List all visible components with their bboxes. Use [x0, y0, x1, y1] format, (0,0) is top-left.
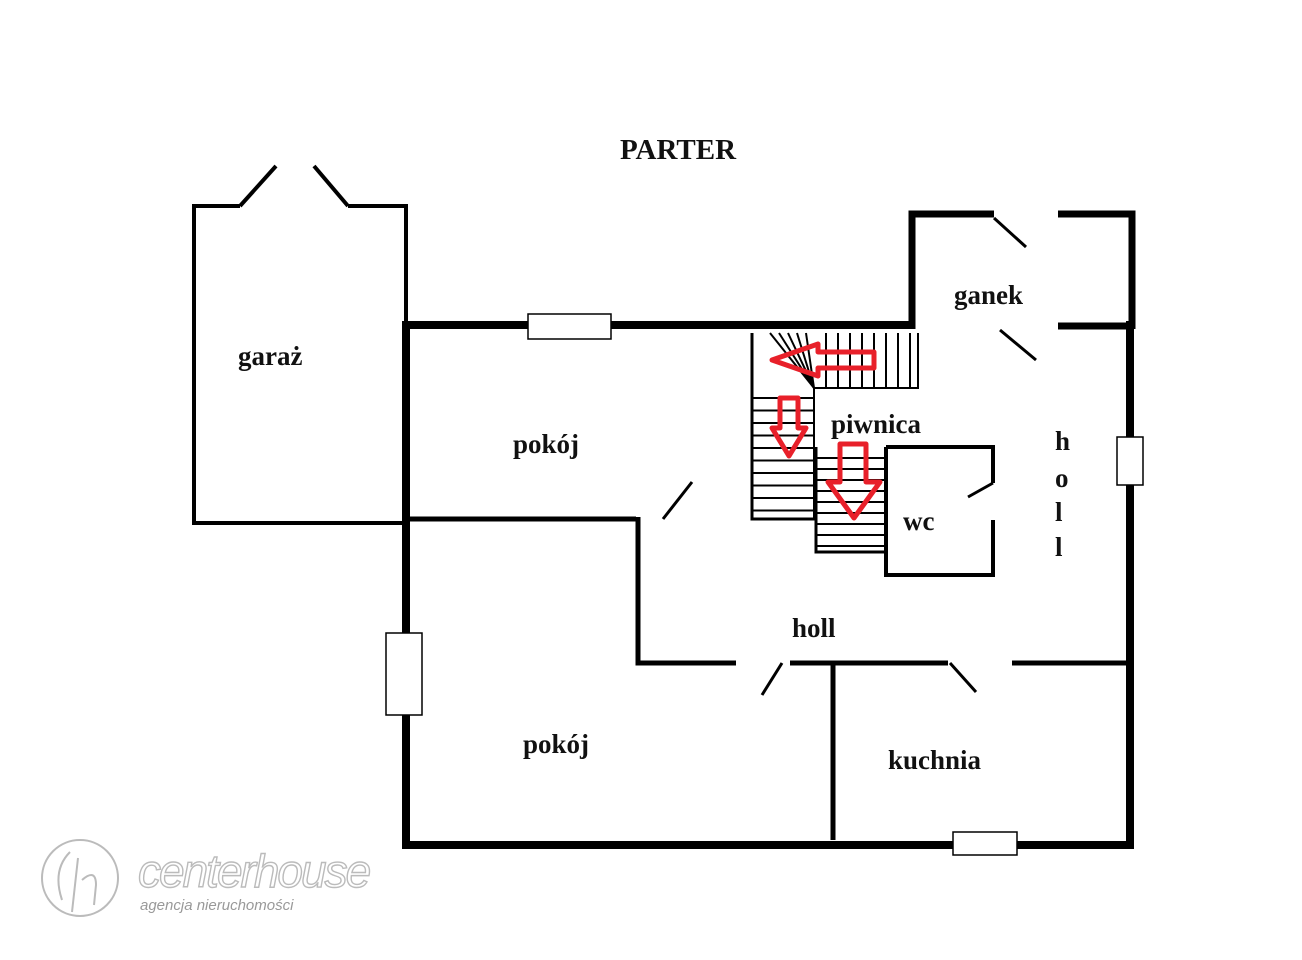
stair-tread: [769, 332, 815, 389]
garage-walls: [192, 164, 408, 525]
room-label-room: pokój: [513, 429, 579, 459]
logo-name: centerhouse: [138, 845, 370, 897]
stair-tread: [787, 332, 815, 389]
room-label-garage: garaż: [238, 341, 302, 371]
logo-tagline: agencja nieruchomości: [140, 897, 294, 914]
hall-letter: l: [1055, 497, 1063, 527]
arrow-down-icon: [769, 395, 809, 459]
porch-walls: [908, 210, 1136, 330]
interior-walls: [406, 445, 1130, 840]
arrow-down-icon: [825, 441, 883, 521]
room-label-side-hall: h o l l: [1055, 426, 1070, 562]
arrow-left-icon: [769, 341, 877, 379]
stair-tread: [805, 332, 815, 389]
hall-letter: h: [1055, 426, 1070, 456]
room-label-kitchen: kuchnia: [888, 745, 982, 775]
stair-tread: [778, 332, 815, 389]
hall-letter: o: [1055, 463, 1069, 493]
exterior-walls: [402, 321, 1134, 849]
stair-direction-arrows: [769, 341, 883, 521]
centerhouse-logo: centerhouse agencja nieruchomości: [41, 839, 372, 917]
room-label-porch: ganek: [954, 280, 1023, 310]
room-label-wc: wc: [903, 506, 934, 536]
hall-letter: l: [1055, 532, 1063, 562]
stair-tread: [796, 332, 815, 389]
windows: [385, 313, 1144, 856]
room-label-hall: holl: [792, 613, 836, 643]
plan-title: PARTER: [620, 134, 737, 166]
room-label-basement: piwnica: [831, 409, 922, 439]
door-leaves: [661, 216, 1037, 696]
room-label-room: pokój: [523, 729, 589, 759]
